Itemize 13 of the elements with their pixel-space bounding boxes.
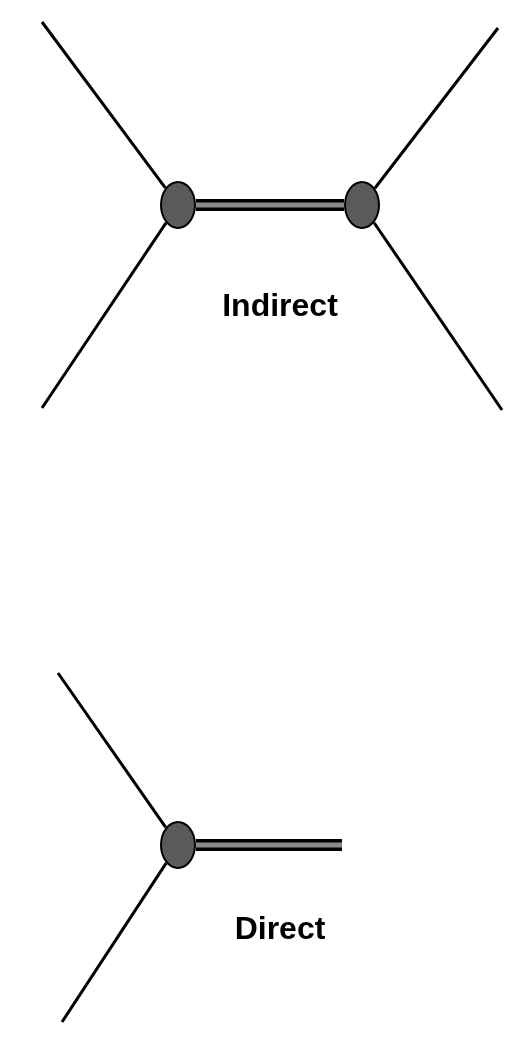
line <box>40 21 167 189</box>
vertex-dot <box>160 821 196 869</box>
line <box>60 862 168 1023</box>
vertex-dot <box>160 181 196 229</box>
diagram-label: Direct <box>234 909 326 947</box>
line <box>372 221 504 411</box>
line <box>40 222 168 409</box>
double-line <box>196 199 344 211</box>
double-line <box>196 839 342 851</box>
vertex-dot <box>344 181 380 229</box>
line <box>373 27 500 190</box>
line <box>56 672 167 829</box>
diagram-label: Indirect <box>222 286 338 324</box>
